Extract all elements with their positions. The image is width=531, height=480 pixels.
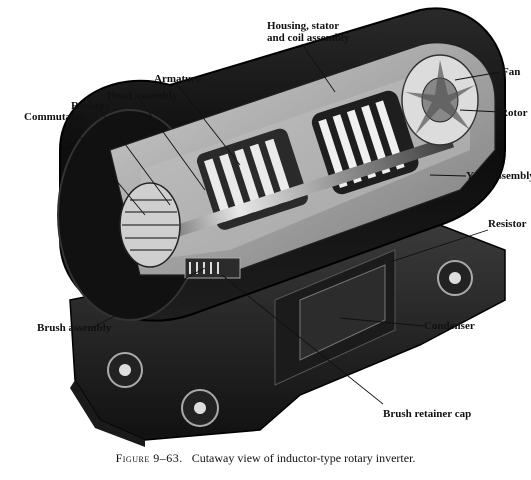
label-resistor-right: Resistor (488, 218, 527, 230)
figure-number: Figure 9–63. (115, 451, 183, 465)
label-head-assembly: Head assembly (107, 90, 178, 102)
leader-fan (454, 71, 501, 81)
leader-brush-assembly (91, 267, 206, 329)
shaft (145, 135, 455, 247)
leader-condenser (339, 317, 425, 327)
brush-assembly (184, 257, 241, 279)
leader-lines (69, 43, 501, 405)
label-commutator: Commutator (24, 111, 86, 123)
condenser-box (274, 249, 396, 386)
leader-resistor-right (389, 229, 489, 263)
caption-text: Cutaway view of inductor-type rotary inv… (191, 451, 416, 465)
mount-hole-front-right (181, 389, 219, 427)
label-resistor-left: Resistor (71, 100, 110, 112)
leader-yoke (429, 174, 467, 177)
label-condenser: Condenser (424, 320, 475, 332)
label-housing-stator-coil: Housing, stator and coil assembly (267, 20, 350, 44)
leader-housing (301, 43, 336, 93)
commutator (119, 182, 181, 268)
label-fan: Fan (502, 66, 521, 78)
leader-resistor-left (99, 109, 171, 206)
label-armature: Armature (154, 73, 201, 85)
mount-hole-front-left (107, 352, 143, 388)
label-rotor: Rotor (500, 107, 528, 119)
leader-head-assembly (139, 99, 206, 191)
leader-armature (174, 81, 241, 166)
label-brush-retainer-cap: Brush retainer cap (383, 408, 472, 420)
leader-commutator (69, 124, 146, 216)
label-brush-assembly: Brush assembly (37, 322, 112, 334)
rotor-core (311, 90, 419, 195)
leader-brush-retainer-cap (221, 274, 384, 405)
fan (401, 54, 479, 146)
label-yoke-assembly: Yoke assembly (466, 170, 531, 182)
armature-windings (196, 128, 308, 230)
mount-hole-rear-right (437, 260, 473, 296)
figure-caption: Figure 9–63. Cutaway view of inductor-ty… (0, 451, 531, 466)
leader-rotor (459, 109, 501, 113)
